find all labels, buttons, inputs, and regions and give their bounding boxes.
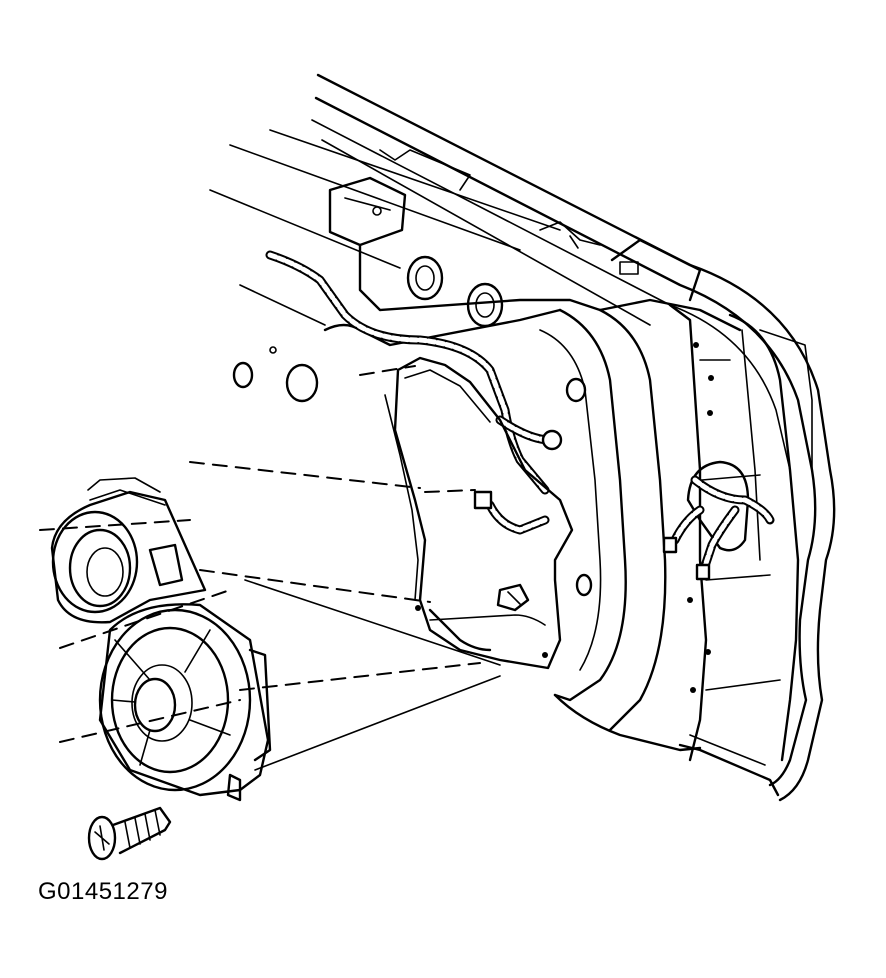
door-pillar [668,303,813,797]
speaker-assembly [50,477,272,802]
door-frame [311,73,836,802]
perspective-lines [209,129,561,326]
alignment-lines [39,365,501,771]
pillar-harness [662,460,775,581]
figure-id-label: G01451279 [38,878,168,905]
screw-icon [87,806,172,861]
wiring-harness [265,250,563,535]
inner-door-panel [232,243,742,752]
speaker-opening [384,356,574,670]
upper-bracket [328,176,407,247]
